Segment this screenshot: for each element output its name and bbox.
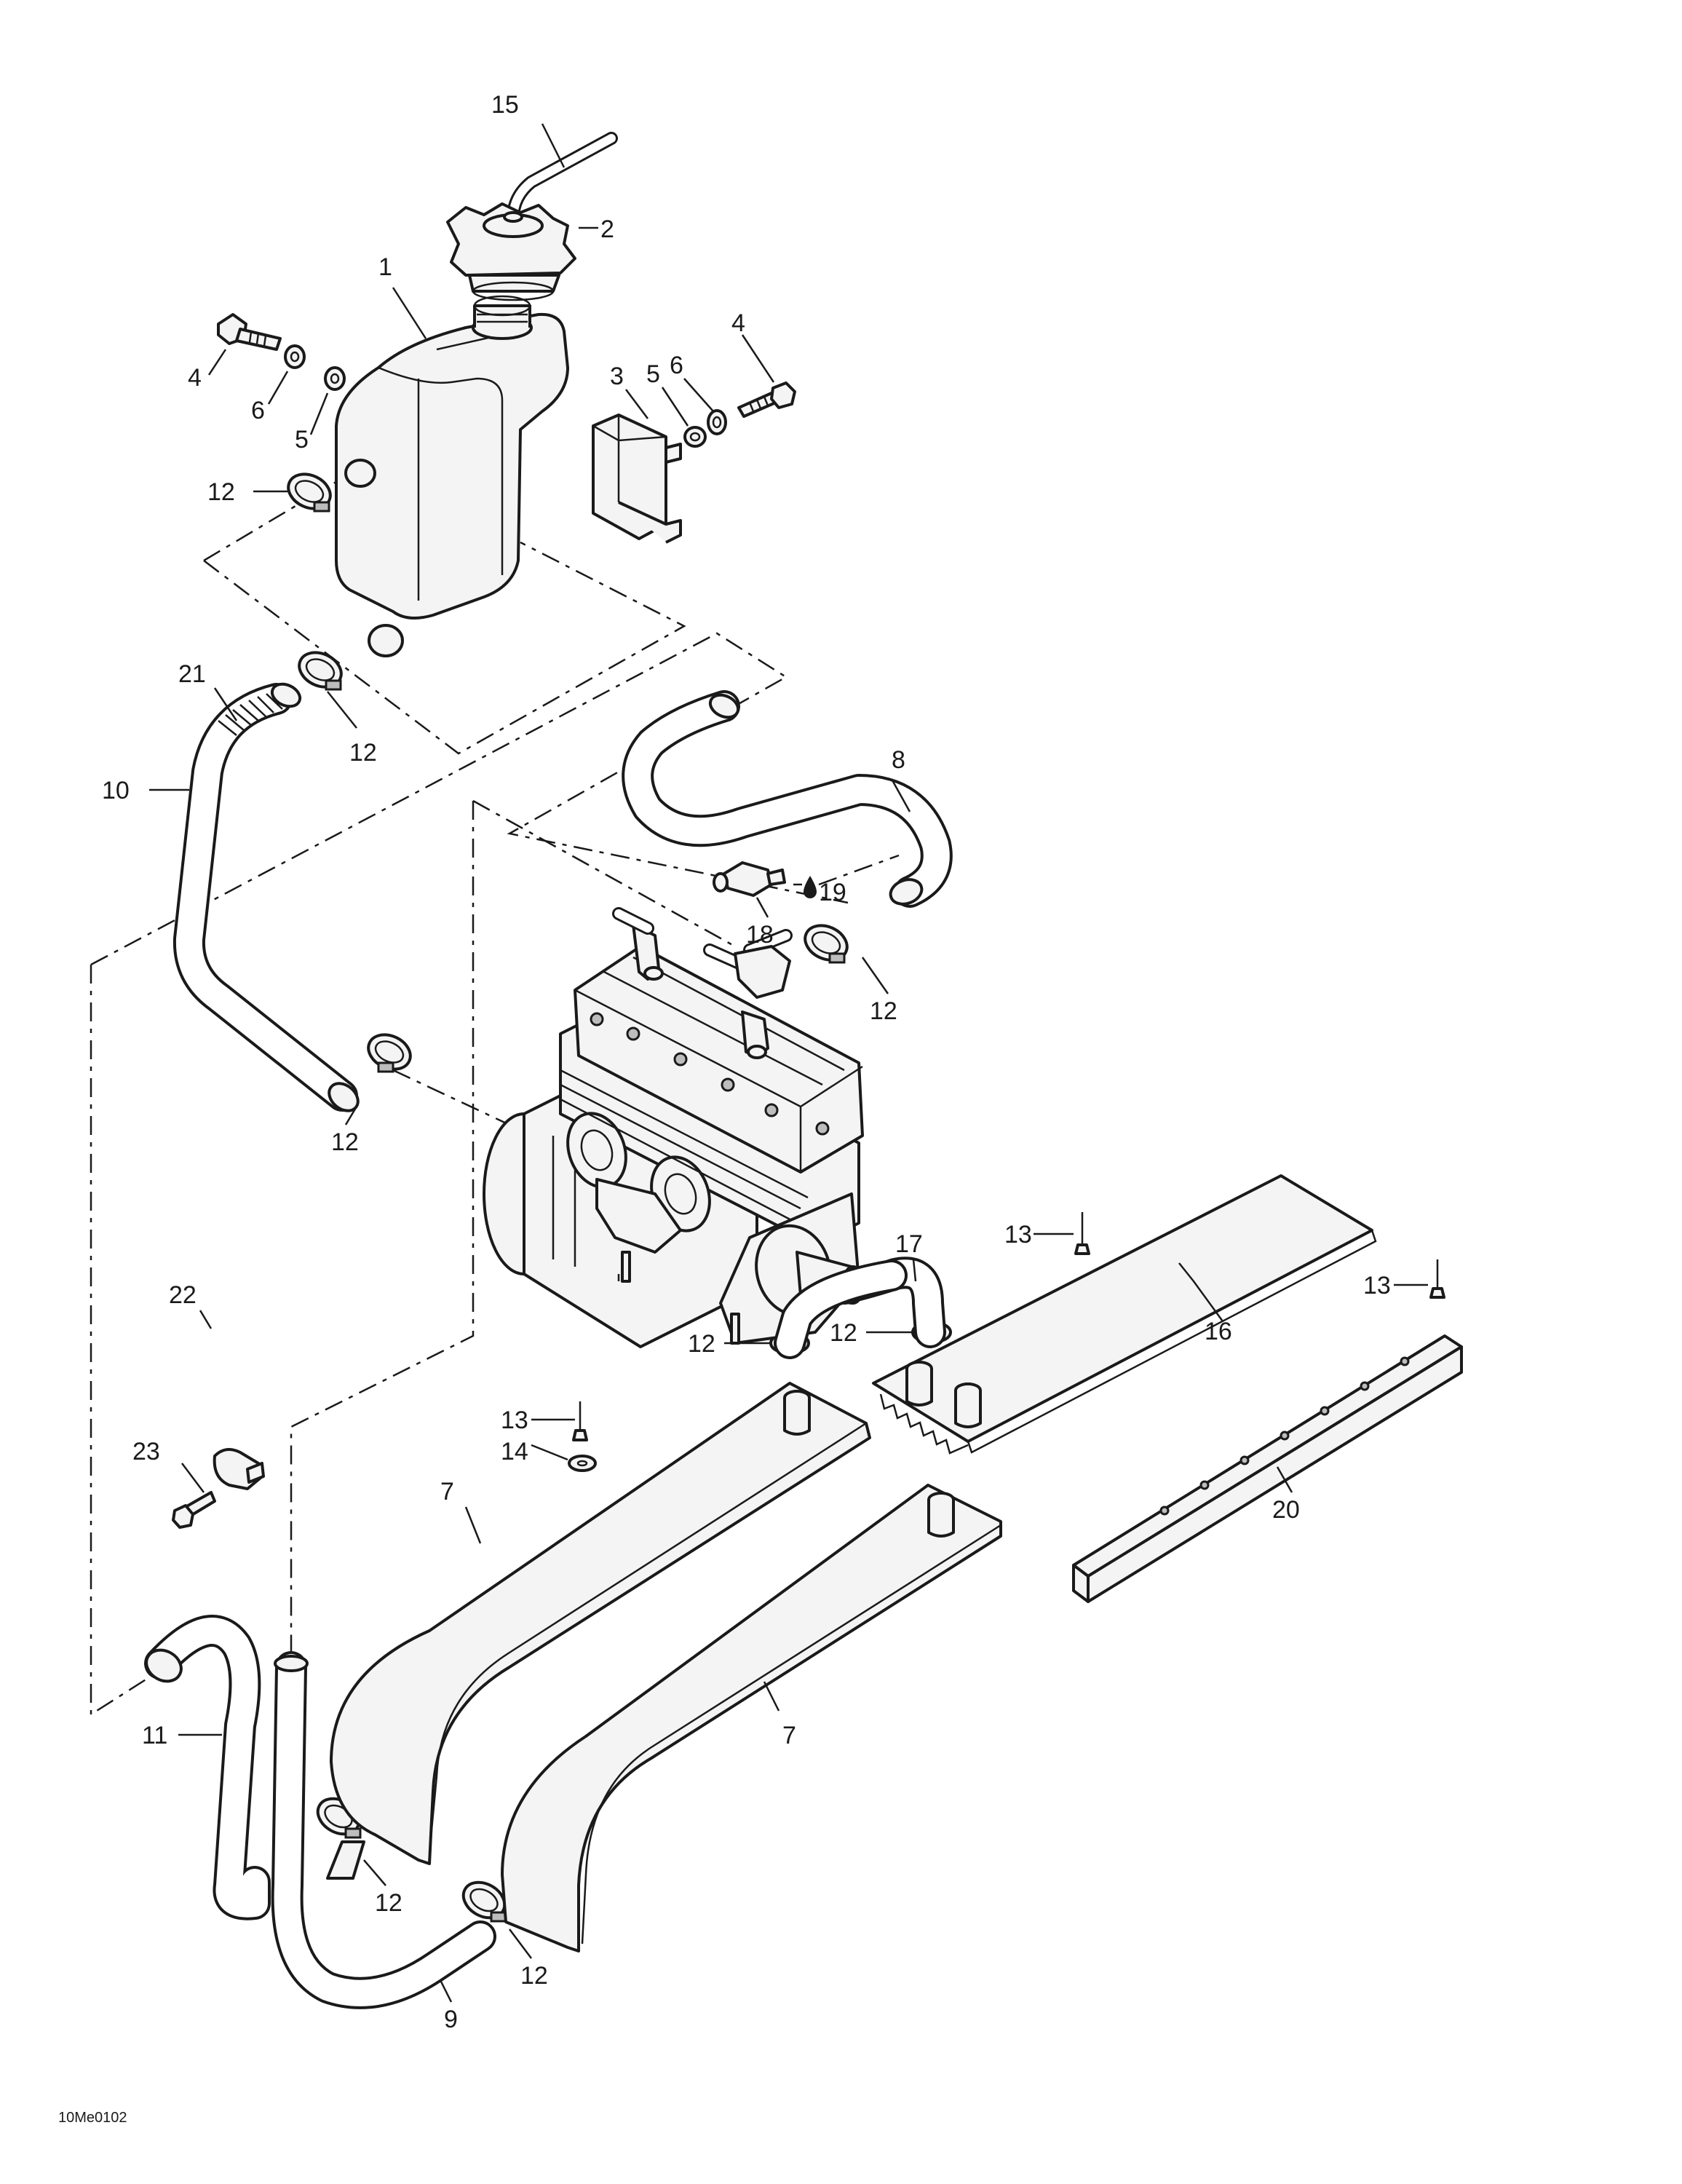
lower-hose-left bbox=[144, 1615, 271, 1920]
reservoir-cap bbox=[446, 202, 576, 301]
callout-12-cooler-left: 12 bbox=[688, 1330, 715, 1358]
callout-10: 10 bbox=[102, 777, 130, 804]
callout-12-cooler-right: 12 bbox=[830, 1319, 857, 1347]
heat-exchanger-right bbox=[872, 1174, 1377, 1455]
callout-12-engine-top: 12 bbox=[870, 997, 897, 1025]
heat-exchanger-upper-left bbox=[330, 1382, 871, 1865]
callout-5-left: 5 bbox=[295, 426, 309, 454]
screw-right bbox=[737, 381, 796, 418]
hose-clamp-lower-lower bbox=[461, 1880, 507, 1923]
washer-left-6 bbox=[284, 344, 306, 369]
callout-14: 14 bbox=[501, 1438, 528, 1465]
temperature-sensor bbox=[713, 861, 786, 897]
callout-5-right: 5 bbox=[646, 360, 660, 388]
callout-12-reservoir-side: 12 bbox=[207, 478, 235, 506]
hose-clamp-engine-top bbox=[804, 924, 849, 964]
callout-labels: 1 2 3 4 4 5 5 6 6 7 7 8 9 10 11 12 12 12… bbox=[102, 91, 1391, 2033]
clip-screw bbox=[172, 1491, 216, 1529]
callout-9: 9 bbox=[444, 2006, 458, 2033]
callout-12-engine-left: 12 bbox=[331, 1128, 359, 1156]
heat-exchanger-lower bbox=[501, 1484, 1002, 1952]
upper-hose bbox=[622, 690, 953, 908]
coolant-reservoir bbox=[335, 295, 569, 657]
callout-6-left: 6 bbox=[251, 397, 265, 424]
reservoir-bracket bbox=[592, 414, 682, 544]
slide-rail bbox=[1072, 1334, 1463, 1603]
washer-left-5 bbox=[324, 366, 346, 391]
callout-13-center: 13 bbox=[501, 1406, 528, 1434]
callout-17: 17 bbox=[895, 1230, 923, 1258]
screw-left bbox=[217, 313, 282, 351]
callout-12-reservoir-bottom: 12 bbox=[349, 739, 377, 767]
callout-12-lower-lower: 12 bbox=[520, 1962, 548, 1990]
hose-clip bbox=[213, 1448, 265, 1490]
callout-11: 11 bbox=[142, 1722, 167, 1749]
callout-16: 16 bbox=[1205, 1318, 1232, 1345]
hose-reservoir-to-engine bbox=[172, 683, 360, 1112]
callout-21: 21 bbox=[178, 660, 206, 688]
callout-12-lower-upper: 12 bbox=[375, 1889, 402, 1917]
washer-right-5 bbox=[683, 426, 707, 448]
callout-20: 20 bbox=[1272, 1496, 1300, 1524]
rivet-right bbox=[1429, 1259, 1445, 1299]
pump-outlet-hose bbox=[774, 1257, 946, 1359]
hose-clamp-engine-left bbox=[367, 1033, 412, 1073]
engine bbox=[483, 907, 865, 1348]
callout-2: 2 bbox=[600, 215, 614, 243]
lower-hose-right bbox=[271, 1651, 496, 2009]
callout-7-upper: 7 bbox=[440, 1478, 454, 1506]
callout-3: 3 bbox=[610, 363, 624, 390]
callout-1: 1 bbox=[378, 253, 392, 281]
callout-7-lower: 7 bbox=[782, 1722, 796, 1749]
vent-hose bbox=[507, 132, 618, 225]
hose-clamp-reservoir-side bbox=[287, 472, 332, 513]
callout-23: 23 bbox=[132, 1438, 160, 1465]
callout-18: 18 bbox=[746, 921, 774, 949]
leader-lines bbox=[149, 123, 1428, 2003]
callout-13-upper: 13 bbox=[1004, 1221, 1032, 1249]
corrugated-hose-section bbox=[218, 682, 302, 736]
hose-clamp-reservoir-bottom bbox=[298, 651, 343, 691]
rivet-center bbox=[572, 1401, 588, 1441]
drawing-code: 10Me0102 bbox=[58, 2110, 127, 2126]
rivet-washer bbox=[568, 1455, 597, 1472]
callout-13-right: 13 bbox=[1363, 1272, 1391, 1299]
callout-6-right: 6 bbox=[670, 352, 683, 379]
callout-4-right: 4 bbox=[731, 309, 745, 337]
callout-8: 8 bbox=[892, 746, 905, 774]
callout-15: 15 bbox=[491, 91, 519, 119]
callout-19: 19 bbox=[819, 879, 846, 906]
callout-22: 22 bbox=[169, 1281, 197, 1309]
callout-4-left: 4 bbox=[188, 364, 202, 392]
washer-right-6 bbox=[707, 409, 727, 435]
sealant-drop-icon bbox=[804, 876, 817, 898]
rivet-upper bbox=[1074, 1212, 1090, 1255]
